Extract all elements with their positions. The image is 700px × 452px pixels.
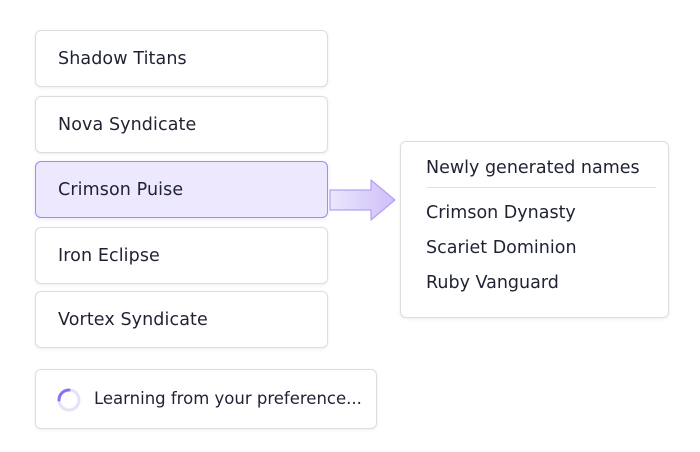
divider [426,187,656,188]
name-option-label: Nova Syndicate [58,114,197,135]
name-option-crimson-puise[interactable]: Crimson Puise [35,161,328,218]
name-option-label: Shadow Titans [58,48,187,69]
name-option-shadow-titans[interactable]: Shadow Titans [35,30,328,87]
generated-name-item[interactable]: Ruby Vanguard [426,273,559,293]
generated-names-panel: Newly generated names Crimson Dynasty Sc… [400,141,669,318]
name-option-label: Crimson Puise [58,179,184,200]
status-text: Learning from your preference... [94,389,362,408]
generated-name-item[interactable]: Scariet Dominion [426,238,577,258]
loading-spinner-icon [57,388,81,412]
name-option-nova-syndicate[interactable]: Nova Syndicate [35,96,328,153]
generated-name-item[interactable]: Crimson Dynasty [426,203,576,223]
arrow-right-icon [329,179,396,221]
panel-title: Newly generated names [426,158,640,178]
name-option-label: Iron Eclipse [58,245,160,266]
name-option-iron-eclipse[interactable]: Iron Eclipse [35,227,328,284]
name-option-label: Vortex Syndicate [58,309,208,330]
status-indicator: Learning from your preference... [35,369,377,429]
name-option-vortex-syndicate[interactable]: Vortex Syndicate [35,291,328,348]
